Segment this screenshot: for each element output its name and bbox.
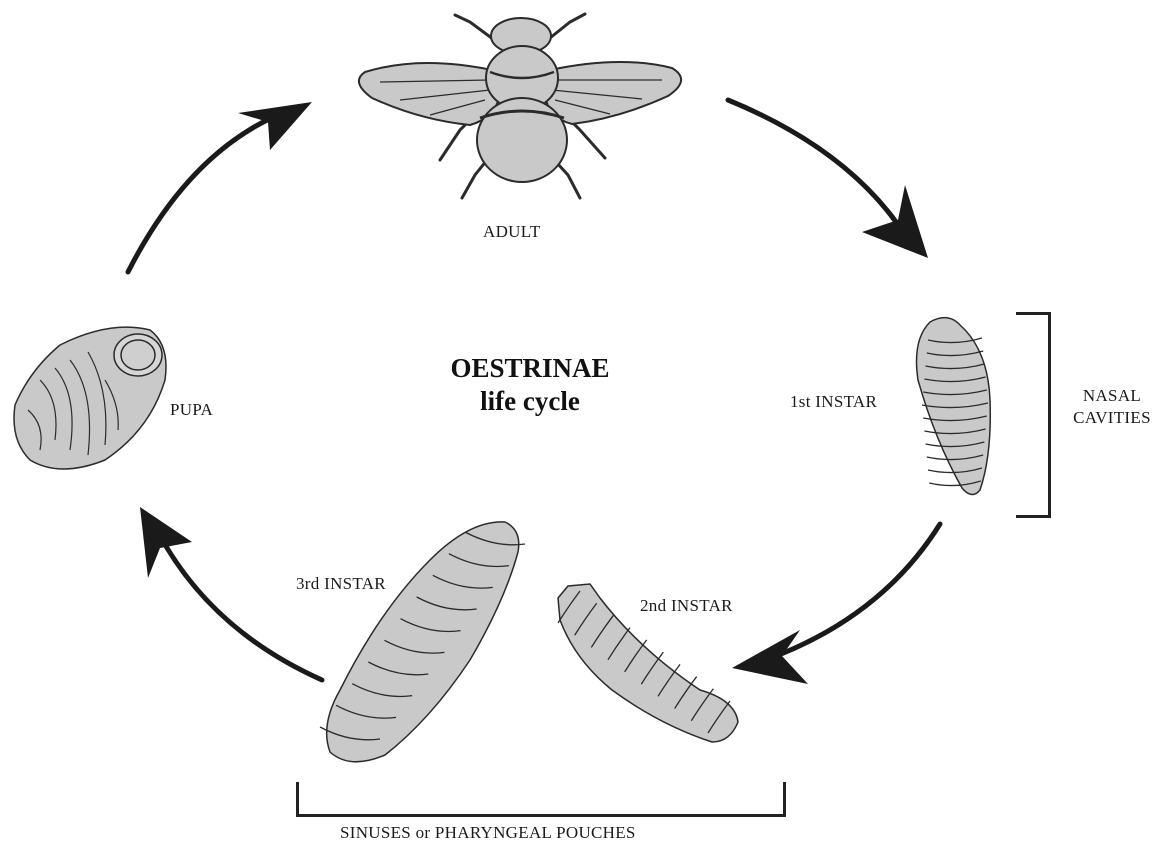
- second-instar-label: 2nd INSTAR: [640, 596, 733, 616]
- adult-fly-illustration: [359, 14, 681, 198]
- arrow-third-instar-to-pupa: [140, 507, 322, 680]
- diagram-title: OESTRINAE life cycle: [400, 352, 660, 418]
- adult-label: ADULT: [483, 222, 541, 242]
- pupa-label: PUPA: [170, 400, 213, 420]
- third-instar-label: 3rd INSTAR: [296, 574, 386, 594]
- third-instar-larva-illustration: [320, 522, 525, 762]
- title-line-2: life cycle: [400, 385, 660, 418]
- sinuses-label: SINUSES or PHARYNGEAL POUCHES: [340, 823, 636, 843]
- nasal-cavities-bracket: [1016, 312, 1051, 518]
- first-instar-larva-illustration: [917, 318, 991, 495]
- nasal-cavities-label: NASAL CAVITIES: [1072, 385, 1152, 429]
- nasal-label-line-2: CAVITIES: [1072, 407, 1152, 429]
- title-line-1: OESTRINAE: [400, 352, 660, 385]
- arrow-first-to-second-instar: [732, 524, 940, 684]
- pupa-illustration: [14, 327, 166, 469]
- arrow-adult-to-first-instar: [728, 100, 928, 258]
- sinuses-bracket: [296, 782, 786, 817]
- first-instar-label: 1st INSTAR: [790, 392, 877, 412]
- arrow-pupa-to-adult: [128, 102, 312, 272]
- nasal-label-line-1: NASAL: [1072, 385, 1152, 407]
